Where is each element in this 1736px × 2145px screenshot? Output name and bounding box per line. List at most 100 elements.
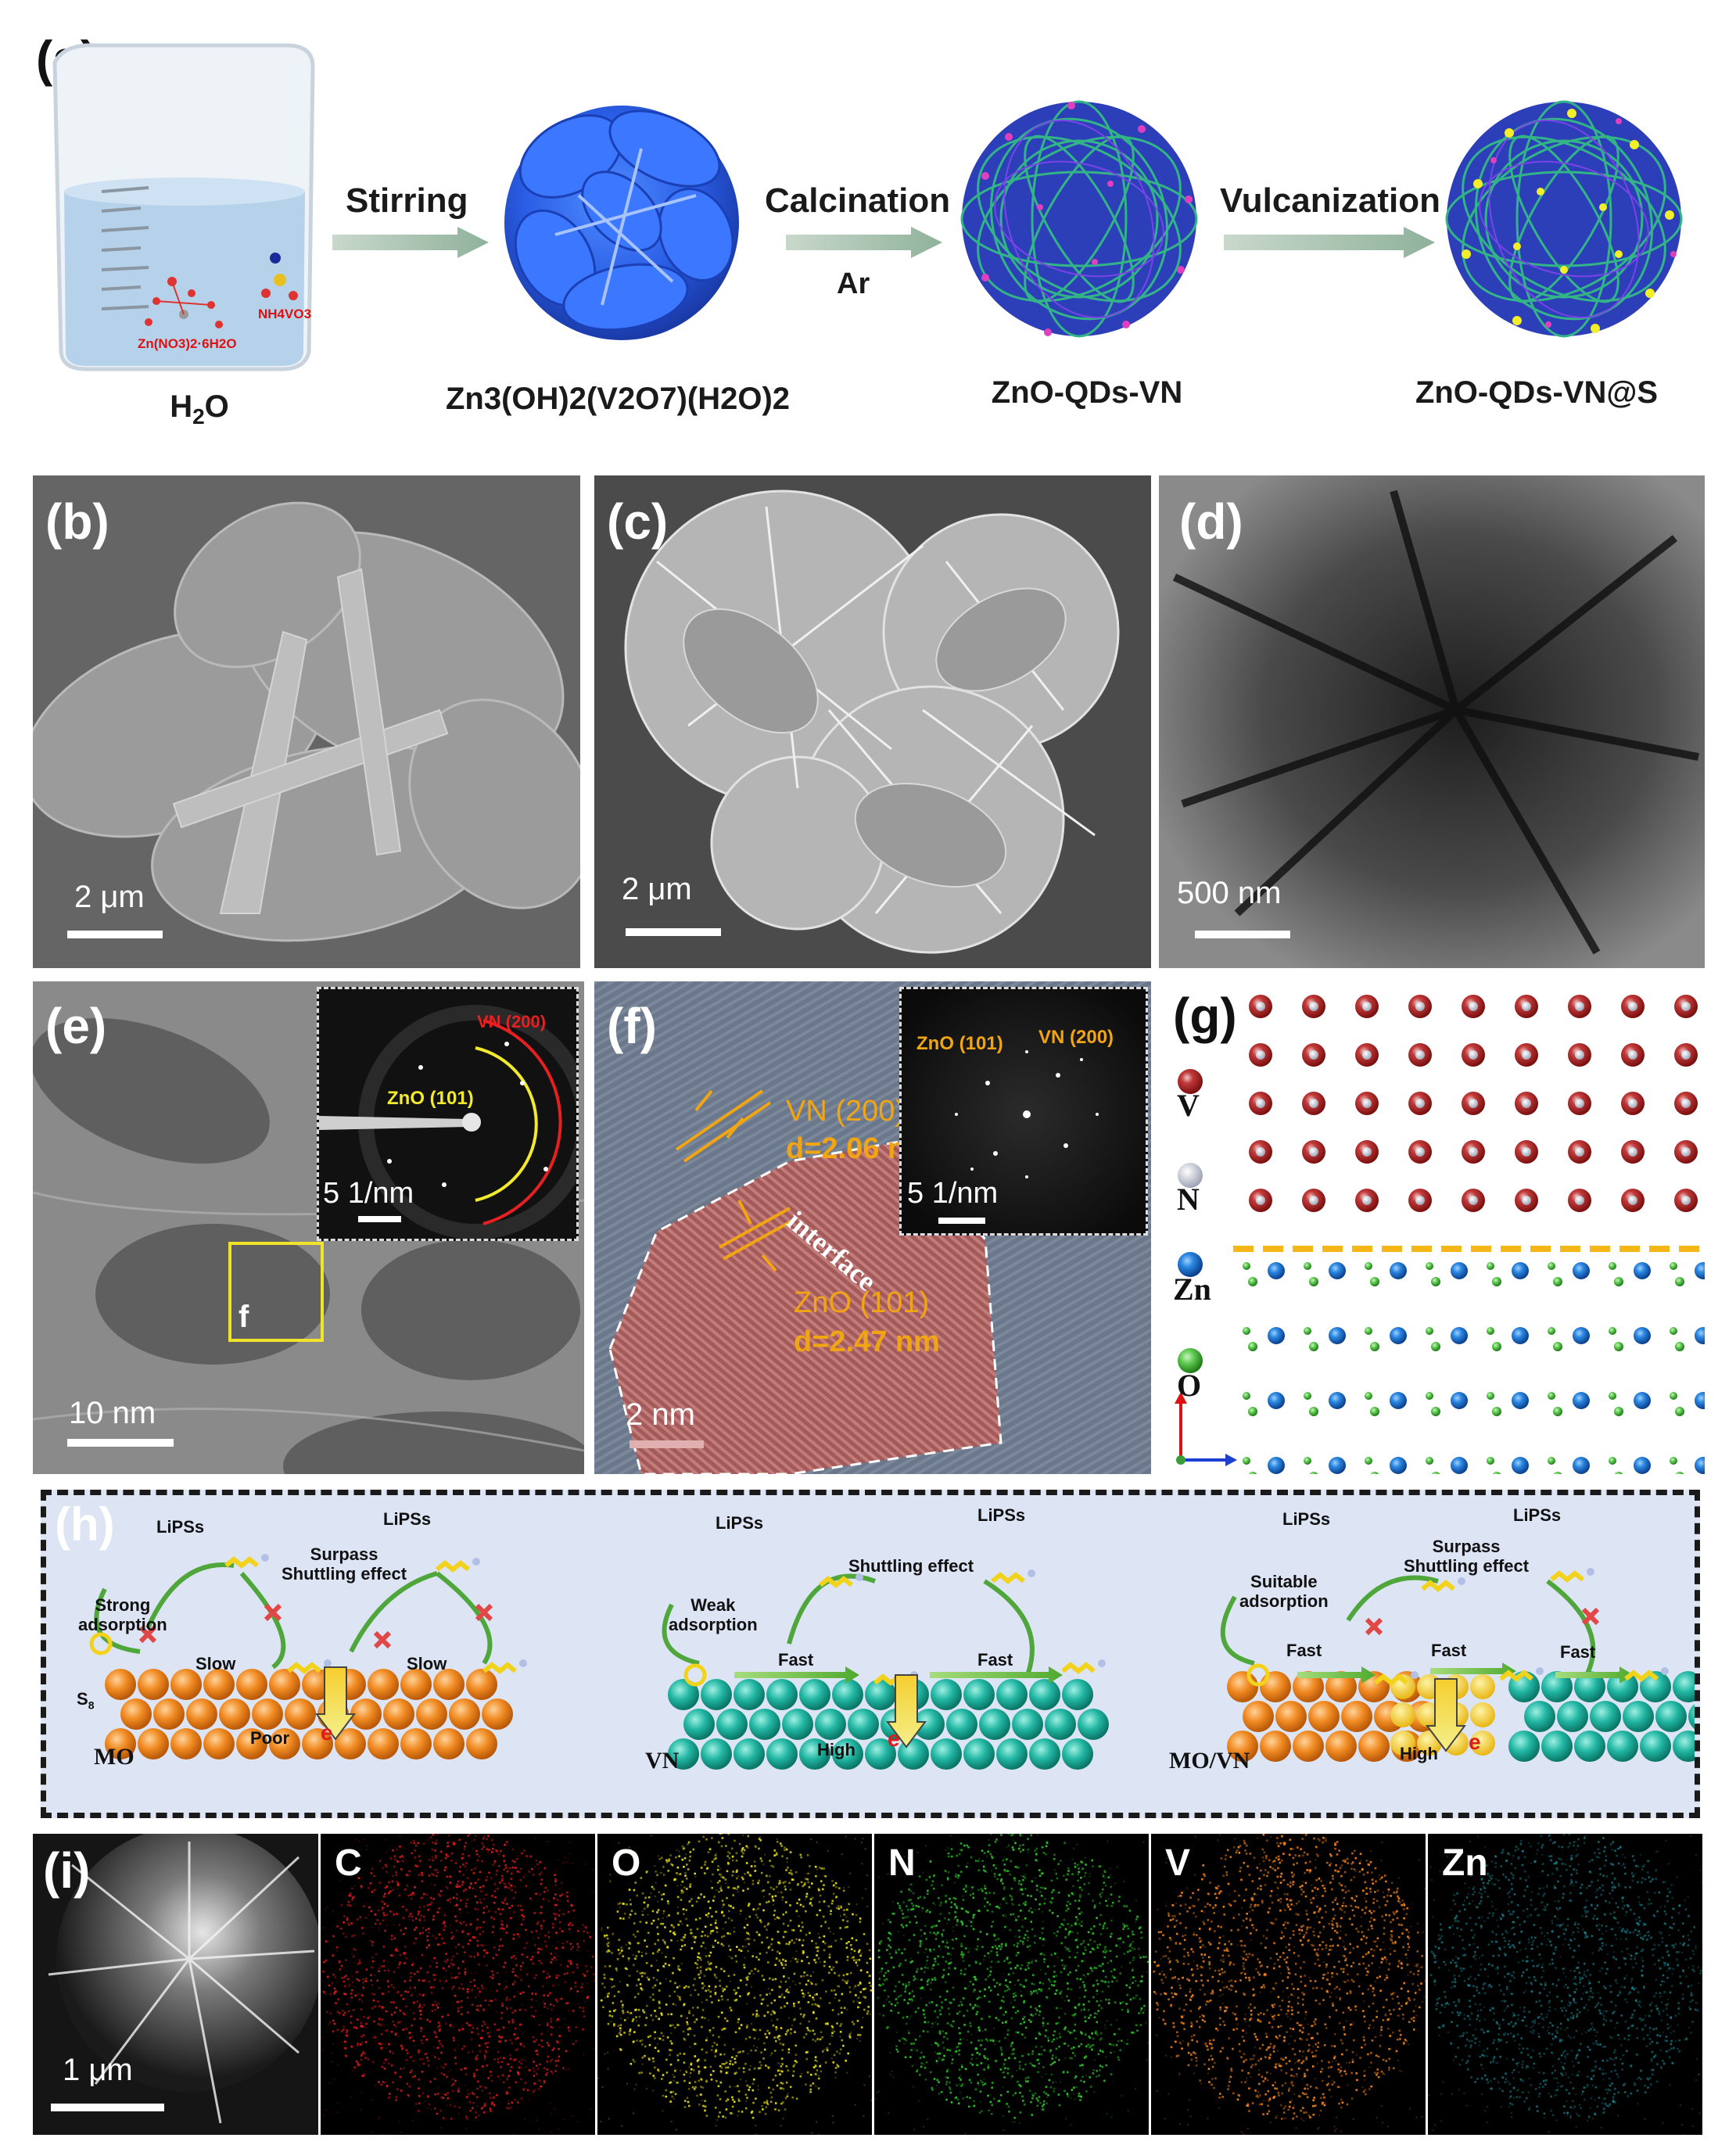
eds-signal-dot	[748, 1972, 751, 1975]
eds-noise-dot	[411, 2119, 414, 2122]
eds-noise-dot	[663, 1966, 665, 1968]
eds-noise-dot	[733, 1927, 736, 1929]
eds-signal-dot	[619, 1951, 622, 1954]
eds-signal-dot	[357, 1979, 360, 1982]
eds-signal-dot	[644, 1972, 646, 1975]
eds-signal-dot	[1023, 2001, 1025, 2004]
eds-signal-dot	[357, 1963, 360, 1965]
eds-signal-dot	[972, 2007, 974, 2009]
eds-signal-dot	[1028, 2018, 1031, 2021]
eds-signal-dot	[1067, 1923, 1069, 1925]
eds-signal-dot	[387, 1892, 390, 1895]
eds-signal-dot	[1024, 1934, 1027, 1936]
eds-noise-dot	[378, 1928, 380, 1931]
eds-noise-dot	[371, 2132, 374, 2134]
eds-signal-dot	[817, 2087, 820, 2089]
eds-signal-dot	[774, 2074, 777, 2077]
eds-signal-dot	[550, 2020, 553, 2023]
eds-noise-dot	[524, 2118, 526, 2120]
eds-signal-dot	[751, 2110, 754, 2113]
eds-signal-dot	[611, 1985, 613, 1989]
eds-signal-dot	[683, 1944, 687, 1946]
eds-signal-dot	[547, 1972, 549, 1975]
eds-signal-dot	[533, 2089, 536, 2092]
eds-signal-dot	[614, 2009, 617, 2011]
eds-signal-dot	[1074, 1923, 1077, 1925]
eds-signal-dot	[336, 2010, 339, 2014]
vn-sphere	[1541, 1731, 1573, 1762]
o-atom	[1370, 1472, 1379, 1474]
zn-atom	[1451, 1392, 1468, 1409]
eds-signal-dot	[853, 1950, 856, 1953]
eds-signal-dot	[697, 1959, 699, 1961]
eds-signal-dot	[981, 1860, 984, 1862]
eds-signal-dot	[1017, 1915, 1020, 1918]
eds-signal-dot	[477, 2032, 479, 2036]
eds-signal-dot	[454, 1994, 457, 1997]
eds-signal-dot	[1140, 2007, 1143, 2010]
eds-signal-dot	[1068, 1950, 1071, 1953]
eds-signal-dot	[413, 2018, 416, 2021]
eds-noise-dot	[655, 1896, 657, 1898]
eds-signal-dot	[1028, 2089, 1031, 2093]
mo-sphere	[335, 1728, 366, 1759]
zn-atom	[1329, 1327, 1346, 1344]
zn-atom	[1695, 1327, 1705, 1344]
eds-signal-dot	[676, 1866, 680, 1869]
eds-signal-dot	[326, 2010, 328, 2014]
eds-signal-dot	[454, 1915, 457, 1918]
eds-signal-dot	[809, 2084, 812, 2087]
eds-signal-dot	[673, 2075, 676, 2079]
eds-signal-dot	[1012, 1834, 1015, 1835]
eds-signal-dot	[707, 1900, 710, 1903]
eds-signal-dot	[486, 2026, 489, 2029]
eds-signal-dot	[382, 1867, 384, 1869]
eds-signal-dot	[461, 1853, 464, 1856]
eds-signal-dot	[784, 1885, 787, 1888]
eds-noise-dot	[467, 1911, 469, 1914]
eds-signal-dot	[726, 2066, 730, 2069]
eds-noise-dot	[527, 2069, 529, 2071]
eds-noise-dot	[594, 2117, 595, 2119]
eds-signal-dot	[971, 2054, 974, 2056]
eds-signal-dot	[555, 1932, 558, 1934]
eds-signal-dot	[683, 1913, 685, 1915]
eds-noise-dot	[845, 1908, 848, 1910]
zno-vn-network-illustration	[960, 100, 1198, 338]
vn-shuttle-label: Shuttling effect	[848, 1556, 974, 1576]
eds-noise-dot	[487, 2050, 490, 2053]
eds-signal-dot	[726, 1870, 729, 1873]
eds-signal-dot	[719, 1873, 721, 1876]
eds-signal-dot	[709, 1951, 712, 1954]
eds-signal-dot	[1100, 2007, 1103, 2010]
eds-signal-dot	[1029, 2006, 1032, 2008]
eds-signal-dot	[352, 2009, 355, 2011]
eds-noise-dot	[647, 1914, 649, 1916]
eds-signal-dot	[845, 1946, 848, 1950]
eds-signal-dot	[350, 2021, 353, 2024]
eds-signal-dot	[757, 2014, 760, 2017]
eds-signal-dot	[1055, 1872, 1058, 1875]
eds-noise-dot	[628, 2012, 630, 2014]
eds-signal-dot	[1053, 1853, 1056, 1856]
eds-signal-dot	[436, 1961, 438, 1964]
eds-signal-dot	[928, 1876, 931, 1878]
eds-signal-dot	[744, 2093, 748, 2096]
eds-noise-dot	[426, 2107, 429, 2110]
panel-label-g: (g)	[1173, 988, 1237, 1044]
mo-sphere	[219, 1698, 250, 1730]
region-f-label: f	[239, 1300, 249, 1334]
eds-signal-dot	[1019, 1834, 1021, 1836]
eds-signal-dot	[1012, 2006, 1015, 2009]
eds-signal-dot	[632, 2041, 635, 2043]
eds-signal-dot	[1067, 1973, 1070, 1976]
eds-signal-dot	[803, 1993, 806, 1996]
eds-signal-dot	[449, 2024, 452, 2026]
eds-noise-dot	[680, 1962, 683, 1964]
eds-signal-dot	[842, 1974, 845, 1977]
eds-signal-dot	[353, 2066, 356, 2069]
eds-signal-dot	[1084, 1946, 1086, 1949]
eds-signal-dot	[518, 2061, 521, 2063]
eds-signal-dot	[382, 1895, 386, 1898]
eds-signal-dot	[551, 1923, 554, 1925]
